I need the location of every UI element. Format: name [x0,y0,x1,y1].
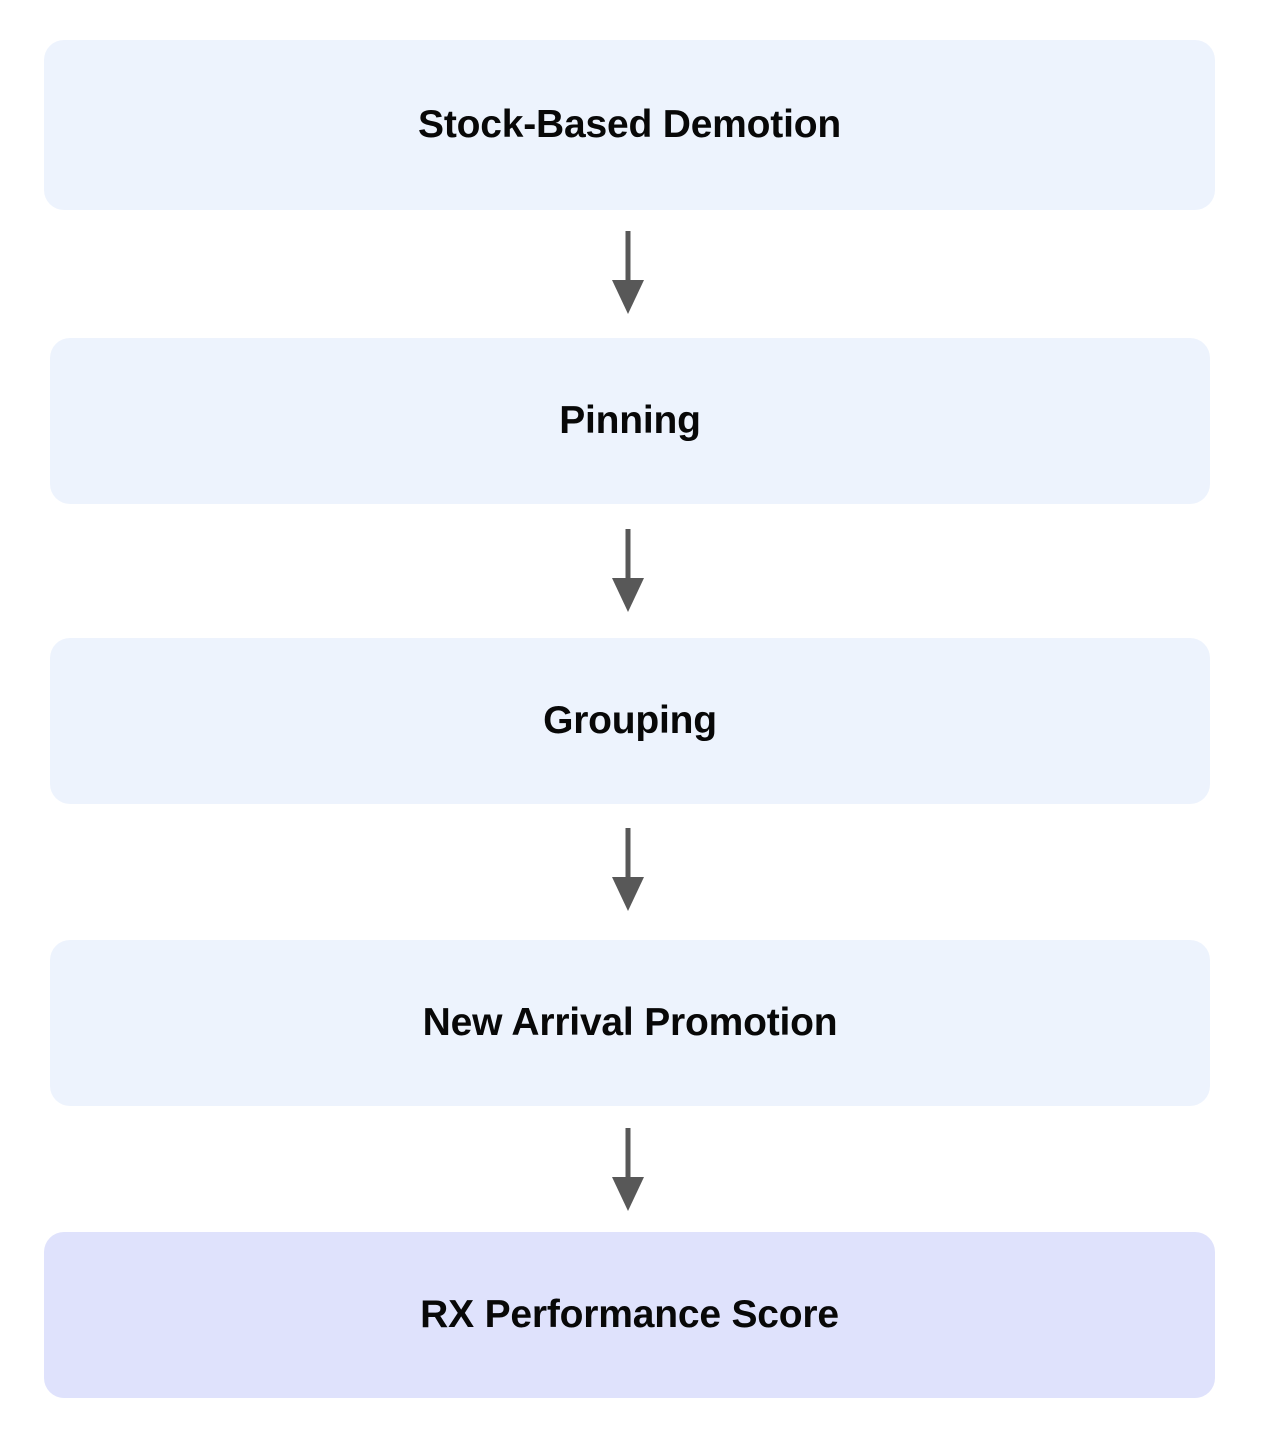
arrow-down-icon [612,828,644,911]
flow-node-label: Pinning [559,398,701,442]
flow-node-label: Grouping [543,698,717,742]
flow-node-stock-based-demotion[interactable]: Stock-Based Demotion [44,40,1215,210]
arrow-down-icon [612,231,644,314]
arrow-down-icon [612,1128,644,1211]
arrow-down-icon [612,529,644,612]
flow-edge-grouping-to-new-arrival-promotion [598,828,658,912]
flow-node-pinning[interactable]: Pinning [50,338,1210,504]
flow-node-new-arrival-promotion[interactable]: New Arrival Promotion [50,940,1210,1106]
flow-node-label: New Arrival Promotion [422,1000,838,1044]
flow-node-rx-performance-score[interactable]: RX Performance Score [44,1232,1215,1398]
flow-edge-new-arrival-promotion-to-rx-performance-score [598,1128,658,1212]
flow-node-label: Stock-Based Demotion [418,102,841,146]
flow-node-grouping[interactable]: Grouping [50,638,1210,804]
flow-edge-pinning-to-grouping [598,529,658,613]
flow-edge-stock-based-demotion-to-pinning [598,231,658,315]
flow-node-label: RX Performance Score [420,1292,839,1336]
